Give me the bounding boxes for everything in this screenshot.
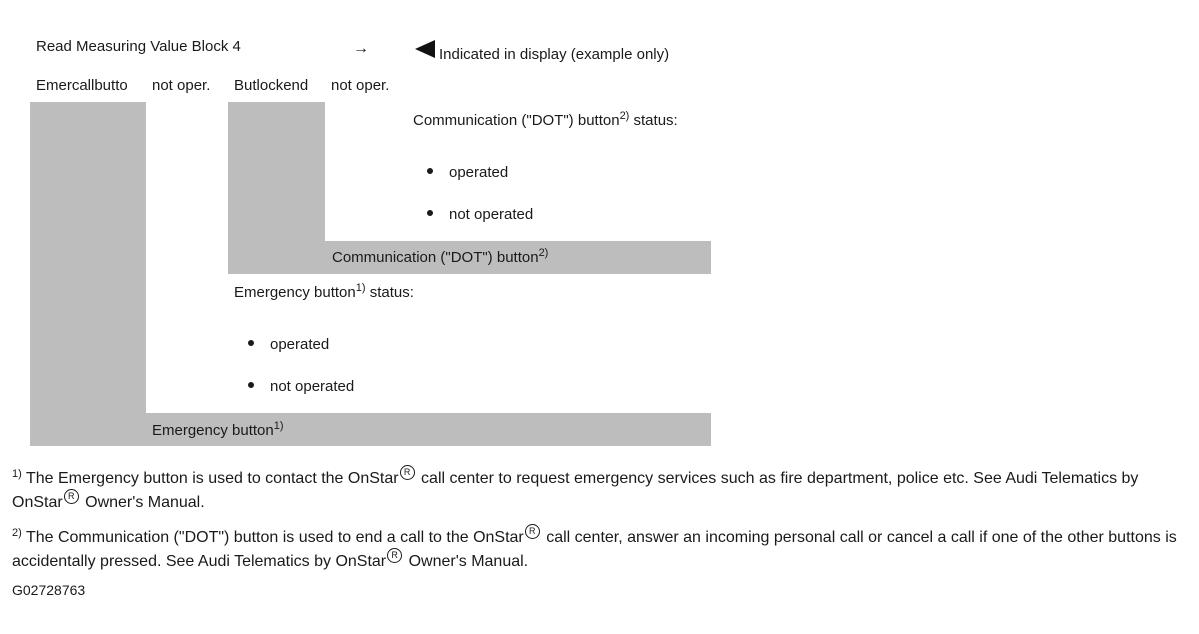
registered-mark-icon: R	[387, 548, 403, 563]
block-title: Read Measuring Value Block 4	[36, 38, 241, 55]
communication-status-label: Communication ("DOT") button2) status:	[413, 110, 678, 130]
communication-bar-label: Communication ("DOT") button2)	[332, 247, 549, 267]
emergency-bracket-vertical	[30, 102, 146, 446]
footnote-2-line-1: 2) The Communication ("DOT") button is u…	[12, 524, 1177, 546]
figure-id: G02728763	[12, 582, 86, 598]
bullet-icon	[248, 340, 254, 346]
display-note: Indicated in display (example only)	[439, 46, 670, 63]
footnote-2-line-2: accidentally pressed. See Audi Telematic…	[12, 548, 529, 570]
bullet-icon	[248, 382, 254, 388]
registered-mark-icon: R	[63, 489, 79, 504]
bullet-icon	[427, 168, 433, 174]
display-field-3: Butlockend	[234, 77, 309, 94]
bullet-icon	[427, 210, 433, 216]
registered-mark-icon: R	[524, 524, 540, 539]
display-field-1: Emercallbutto	[36, 77, 128, 94]
emergency-bar	[30, 413, 711, 446]
communication-option-operated: operated	[449, 164, 509, 181]
pointer-triangle-icon	[415, 40, 435, 58]
communication-option-not-operated: not operated	[449, 206, 534, 223]
registered-mark-icon: R	[399, 465, 415, 480]
communication-bar	[228, 241, 711, 274]
emergency-option-operated: operated	[270, 336, 330, 353]
emergency-bar-label: Emergency button1)	[152, 420, 284, 440]
display-field-4: not oper.	[331, 77, 390, 94]
display-field-2: not oper.	[152, 77, 211, 94]
emergency-status-label: Emergency button1) status:	[234, 282, 414, 302]
arrow-right-icon: →	[353, 40, 369, 57]
emergency-option-not-operated: not operated	[270, 378, 355, 395]
footnote-1-line-1: 1) The Emergency button is used to conta…	[12, 465, 1139, 487]
